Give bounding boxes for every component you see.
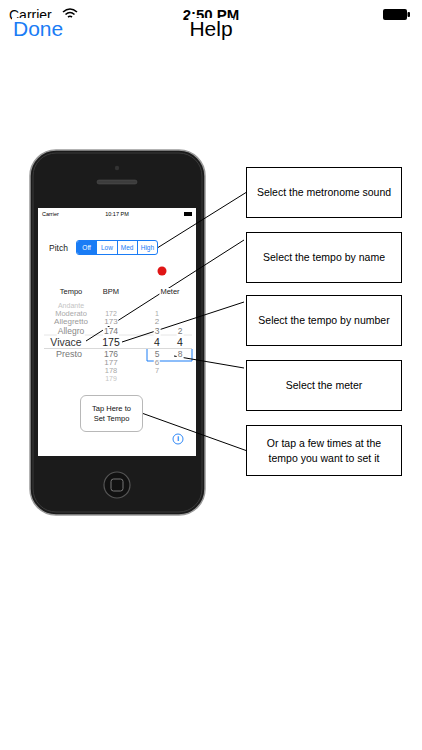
tap-tempo-button: Tap Here to Set Tempo: [80, 395, 143, 432]
callout-box: Select the metronome sound: [246, 167, 402, 218]
bpm-value: 172: [104, 310, 118, 317]
done-button: Done: [12, 18, 64, 39]
callout-box: Select the tempo by number: [246, 295, 402, 346]
screen-title: Help: [188, 18, 233, 39]
column-header: Meter: [159, 288, 180, 296]
phone-speaker: [97, 180, 137, 184]
home-button: [104, 472, 130, 498]
tempo-name: Andante: [57, 302, 85, 309]
tempo-name: Allegro: [57, 327, 85, 336]
segment-label: High: [137, 241, 157, 254]
pitch-segmented-control: OffLowMedHigh: [76, 240, 158, 255]
phone-status-time: 10:17 PM: [104, 212, 130, 218]
meter-value: 4: [153, 337, 161, 348]
phone-body: [30, 150, 205, 515]
callout-text: Select the tempo by number: [258, 313, 389, 327]
bpm-value: 174: [103, 327, 119, 336]
callout-text: Select the metronome sound: [257, 185, 391, 199]
bpm-value: 178: [104, 367, 119, 375]
callout-box: Or tap a few times at the tempo you want…: [246, 425, 402, 476]
bpm-value: 176: [103, 350, 119, 359]
leader-line: [158, 193, 246, 248]
button-label: Tap Here to Set Tempo: [86, 404, 137, 423]
column-header: Tempo: [59, 288, 84, 296]
meter-value: 5: [154, 350, 161, 359]
column-header: BPM: [102, 288, 120, 296]
meter-value: 1: [154, 310, 160, 317]
leader-lines: [86, 240, 244, 368]
battery-icon: [383, 9, 410, 20]
callout-box: Select the meter: [246, 360, 402, 411]
bpm-value: 173: [103, 318, 118, 326]
meter-value: 2: [177, 327, 184, 336]
info-icon: [173, 434, 183, 444]
callout-text: Or tap a few times at the tempo you want…: [255, 436, 393, 464]
callout-box: Select the tempo by name: [246, 232, 402, 283]
callout-text: Select the meter: [286, 378, 362, 392]
info-glyph: i: [176, 435, 180, 443]
bpm-value: 179: [104, 375, 118, 382]
record-dot: [158, 267, 167, 276]
wifi-icon: [63, 9, 77, 17]
segment-label: Off: [77, 241, 96, 254]
tempo-name: Vivace: [49, 337, 82, 348]
meter-value: 4: [176, 337, 184, 348]
pitch-label: Pitch: [48, 244, 69, 253]
leader-line: [143, 414, 246, 451]
meter-value: 8: [177, 350, 184, 359]
segment-label: Med: [117, 241, 137, 254]
phone-status-carrier: Carrier: [41, 212, 60, 218]
meter-value: 7: [154, 367, 160, 375]
phone-camera: [115, 166, 119, 170]
tempo-name: Moderato: [54, 310, 88, 318]
tempo-name: Presto: [55, 350, 83, 359]
bpm-value: 175: [101, 337, 121, 348]
segment-label: Low: [96, 241, 116, 254]
tempo-name: Allegretto: [53, 318, 89, 326]
meter-value: 6: [154, 359, 160, 367]
meter-value: 2: [154, 318, 160, 326]
phone-screen: [38, 208, 196, 456]
callout-text: Select the tempo by name: [263, 250, 385, 264]
meter-value: 3: [154, 327, 161, 336]
bpm-value: 177: [103, 359, 118, 367]
